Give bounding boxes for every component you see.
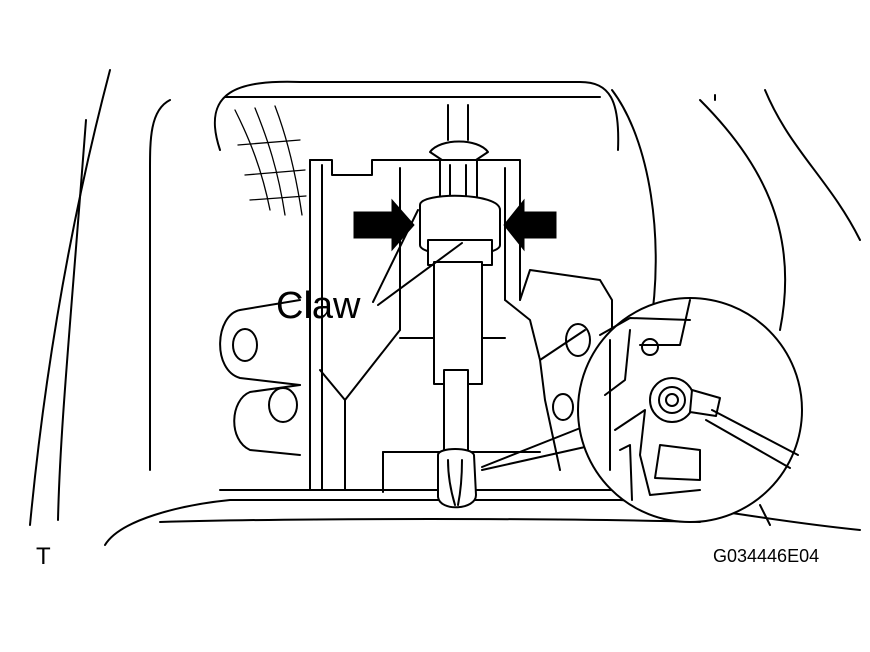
detail-callout — [481, 297, 803, 526]
bottom-slot — [219, 451, 613, 493]
view-marker-label: T — [36, 543, 51, 570]
arrow-right-icon — [353, 198, 415, 252]
wiring-harness — [234, 105, 307, 216]
left-mount-plate — [219, 299, 591, 456]
claw-callout-label: Claw — [276, 285, 361, 327]
console-panel-outline — [29, 69, 861, 546]
arrow-left-icon — [503, 198, 557, 252]
figure-code-label: G034446E04 — [713, 546, 820, 566]
shift-rod — [419, 104, 501, 509]
press-arrows-icon — [353, 198, 557, 252]
